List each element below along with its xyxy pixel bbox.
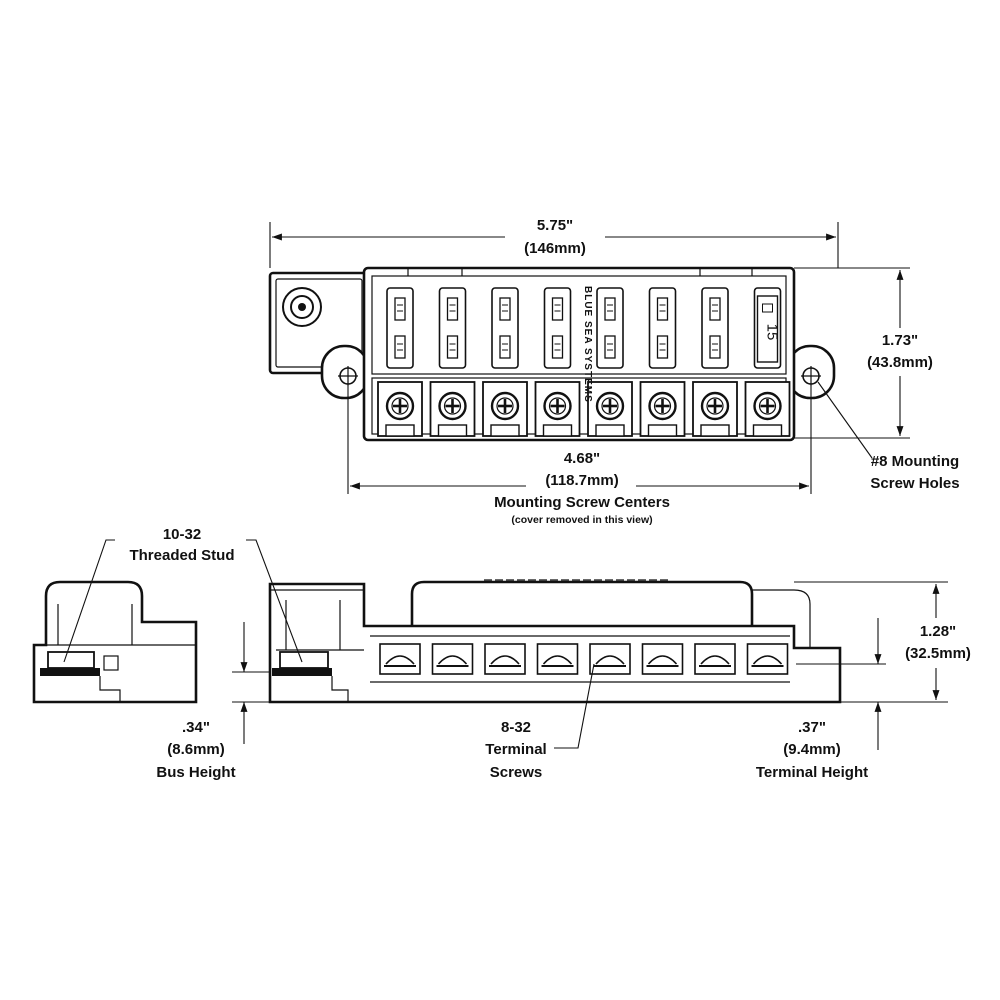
terminal-screws-top [377, 381, 791, 437]
terminal-screw [482, 381, 528, 437]
bus-height-inches: .34" [182, 719, 210, 736]
fuse-slot [386, 287, 414, 369]
side-view [268, 579, 842, 704]
mounting-holes-label-2: Screw Holes [870, 475, 959, 492]
terminal-height-inches: .37" [798, 719, 826, 736]
fuse-slot [491, 287, 519, 369]
screw-centers-mm: (118.7mm) [545, 472, 618, 489]
overall-width-mm: (146mm) [524, 240, 586, 257]
bus-height-caption: Bus Height [156, 764, 235, 781]
cover-removed-note: (cover removed in this view) [511, 514, 652, 526]
fuse-slot [596, 287, 624, 369]
terminal-screw [377, 381, 423, 437]
height-mm: (43.8mm) [867, 354, 933, 371]
terminal-screw [639, 381, 686, 437]
brand-logo: BLUE SEA SYSTEMS [582, 286, 593, 403]
bus-height-dimension: .34" (8.6mm) Bus Height [156, 622, 270, 781]
terminal-screw [429, 381, 476, 437]
fuse-slot [701, 287, 729, 369]
screw-centers-inches: 4.68" [564, 450, 600, 467]
cover-profile [410, 580, 754, 626]
mounting-hole-left [338, 366, 358, 386]
screw-centers-caption: Mounting Screw Centers [494, 494, 670, 511]
fuse-rating: 15 [764, 324, 781, 341]
terminal-screw-side [431, 643, 474, 675]
terminal-screw-side [589, 643, 631, 675]
terminal-screw-side [694, 643, 736, 675]
terminal-screws-label-1: 8-32 [501, 719, 531, 736]
terminal-screws-callout: 8-32 Terminal Screws [485, 663, 595, 781]
height-inches: 1.73" [882, 332, 918, 349]
terminal-height-caption: Terminal Height [756, 764, 868, 781]
terminal-screw [692, 381, 738, 437]
terminal-height-dimension: .37" (9.4mm) Terminal Height [756, 618, 886, 781]
fuse-slot [438, 287, 467, 369]
terminal-screws-label-3: Screws [490, 764, 543, 781]
fuse-slot [543, 287, 572, 369]
total-height-dimension: 1.28" (32.5mm) [794, 581, 980, 703]
threaded-stud-label-2: Threaded Stud [129, 547, 234, 564]
threaded-stud-top [282, 287, 322, 327]
terminal-screws-side [379, 643, 789, 675]
terminal-screw [534, 381, 581, 437]
fuse-slot [648, 287, 677, 369]
terminal-screw-side [536, 643, 579, 675]
end-view [32, 580, 198, 704]
terminal-screws-label-2: Terminal [485, 741, 546, 758]
fuse-slot: 15 [753, 287, 782, 369]
fuse-slots: 15 [386, 287, 782, 369]
terminal-screw-side [641, 643, 684, 675]
mounting-hole-right [801, 366, 821, 386]
overall-width-inches: 5.75" [537, 217, 573, 234]
terminal-screw [587, 381, 633, 437]
threaded-stud-callout: 10-32 Threaded Stud [63, 526, 303, 663]
mounting-holes-label-1: #8 Mounting [871, 453, 959, 470]
top-view: 15 BLUE SEA SYSTEMS 5.75" (146mm) 1.73" … [268, 212, 960, 526]
terminal-screw [744, 381, 791, 437]
terminal-height-mm: (9.4mm) [783, 741, 841, 758]
terminal-screw-side [484, 643, 526, 675]
terminal-screw-side [379, 643, 421, 675]
bus-height-mm: (8.6mm) [167, 741, 225, 758]
total-height-inches: 1.28" [920, 623, 956, 640]
total-height-mm: (32.5mm) [905, 645, 971, 662]
mounting-tab-left [320, 344, 370, 400]
threaded-stud-label-1: 10-32 [163, 526, 201, 543]
terminal-screw-side [746, 643, 789, 675]
